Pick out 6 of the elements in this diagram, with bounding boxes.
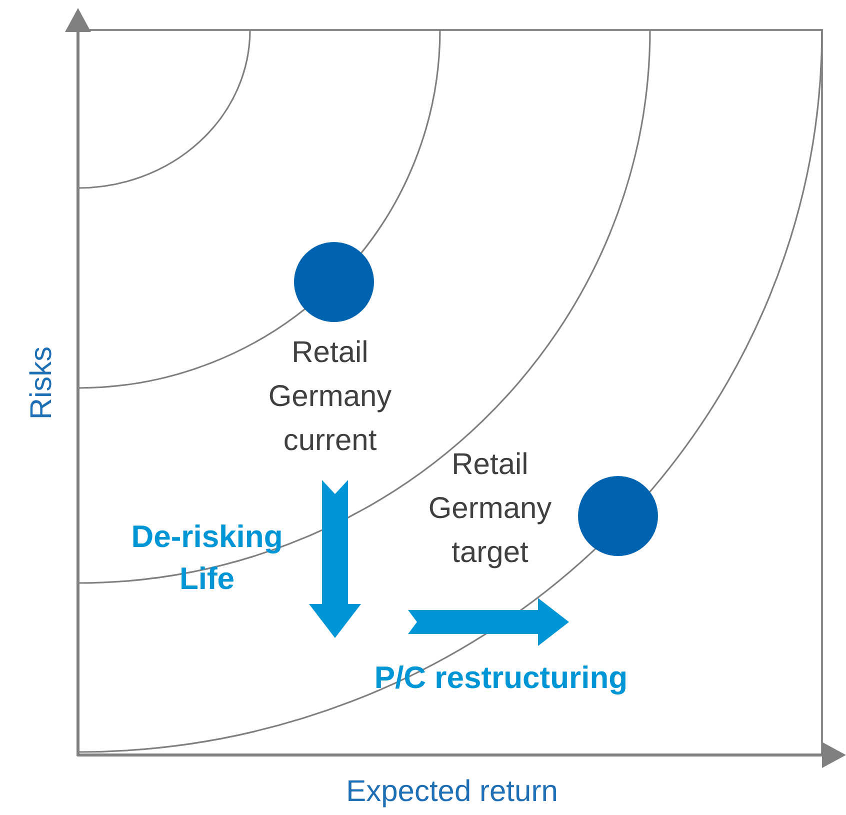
strategy-label: De-risking Life (130, 518, 284, 598)
strategy-label: P/C restructuring (373, 659, 629, 697)
axis-title: Risks (24, 346, 59, 420)
position-label: Retail Germany target (427, 447, 553, 571)
position-label: Retail Germany current (267, 335, 393, 459)
axis-title: Expected return (345, 774, 559, 810)
